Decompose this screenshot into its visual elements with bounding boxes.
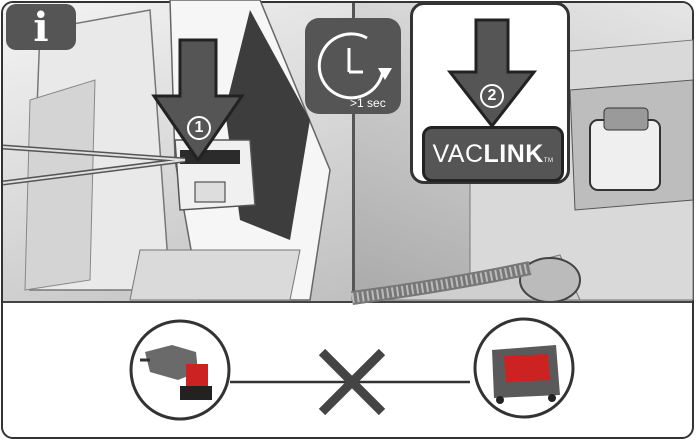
vaclink-label-link: LINK (484, 140, 544, 169)
hammer-drill-image (131, 321, 229, 419)
vaclink-label-vac: VAC (432, 140, 483, 169)
step-2-number: 2 (480, 84, 504, 108)
step-2-arrow (450, 20, 534, 126)
step-1-number: 1 (187, 116, 211, 140)
vacuum-image (475, 319, 573, 417)
vaclink-trademark: TM (544, 158, 554, 164)
info-icon: i (6, 4, 76, 50)
hold-duration-label: >1 sec (350, 96, 386, 110)
